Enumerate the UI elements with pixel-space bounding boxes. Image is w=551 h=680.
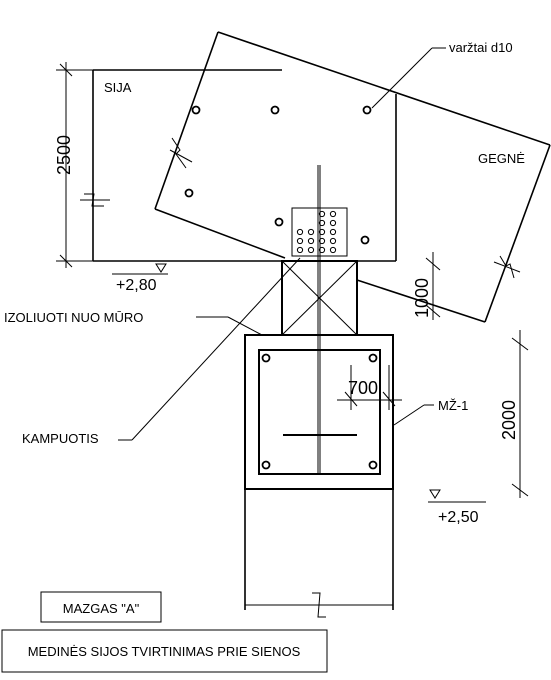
dimension-2500: 2500 [54, 62, 98, 268]
dimension-bottom [245, 592, 393, 618]
dimension-1000-text: 1000 [412, 278, 432, 318]
plate-hole [296, 237, 304, 245]
bolt [184, 188, 194, 198]
bolt [360, 235, 370, 245]
wall-column [244, 334, 394, 610]
plate-hole [318, 246, 326, 254]
dimension-700: 700 [337, 365, 402, 410]
dimension-1000: 1000 [412, 252, 441, 320]
plate-hole [307, 237, 315, 245]
angle-label: KAMPUOTIS [22, 431, 99, 446]
plate-hole [318, 219, 326, 227]
plate-hole [296, 228, 304, 236]
break-mark-rafter-right [493, 255, 521, 279]
plate-hole [329, 237, 337, 245]
beam-sija [92, 69, 397, 262]
dimension-2000-text: 2000 [499, 400, 519, 440]
mz-leader [393, 404, 425, 426]
plate-hole [329, 246, 337, 254]
bolts [184, 105, 372, 245]
node-title-box [40, 591, 162, 623]
insulate-leader-diag [227, 316, 263, 336]
angle-leader-diag [131, 257, 301, 441]
dimension-700-text: 700 [348, 378, 378, 398]
caption-box [1, 629, 328, 673]
level-250: +2,50 [428, 489, 486, 526]
plate-hole [307, 228, 315, 236]
node-title: MAZGAS "A" [63, 601, 140, 616]
plate-hole [296, 246, 304, 254]
dimension-2000: 2000 [499, 330, 529, 498]
level-280: +2,80 [112, 263, 168, 294]
insulate-label: IZOLIUOTI NUO MŪRO [4, 310, 143, 325]
break-mark-rafter-left [169, 137, 193, 169]
bolt [270, 105, 280, 115]
mz-label: MŽ-1 [438, 398, 468, 413]
title-block: MAZGAS "A" MEDINĖS SIJOS TVIRTINIMAS PRI… [1, 591, 328, 673]
bolt [191, 105, 201, 115]
plate-hole [318, 237, 326, 245]
bolt [274, 217, 284, 227]
break-mark-beam [80, 193, 110, 207]
plate-hole [329, 219, 337, 227]
plate-hole [329, 228, 337, 236]
plate-hole [318, 228, 326, 236]
level-250-text: +2,50 [438, 509, 479, 526]
level-280-text: +2,80 [116, 277, 157, 294]
plate-hole [307, 246, 315, 254]
rafter-label: GEGNĖ [478, 151, 525, 166]
bolts-leader [371, 47, 433, 109]
caption-text: MEDINĖS SIJOS TVIRTINIMAS PRIE SIENOS [28, 644, 301, 659]
rafter-gegne [154, 31, 551, 323]
dimension-2500-text: 2500 [54, 135, 74, 175]
beam-label: SIJA [104, 80, 132, 95]
bolts-label: varžtai d10 [449, 40, 513, 55]
plate-hole [329, 210, 337, 218]
bolt [362, 105, 372, 115]
plate-hole [318, 210, 326, 218]
